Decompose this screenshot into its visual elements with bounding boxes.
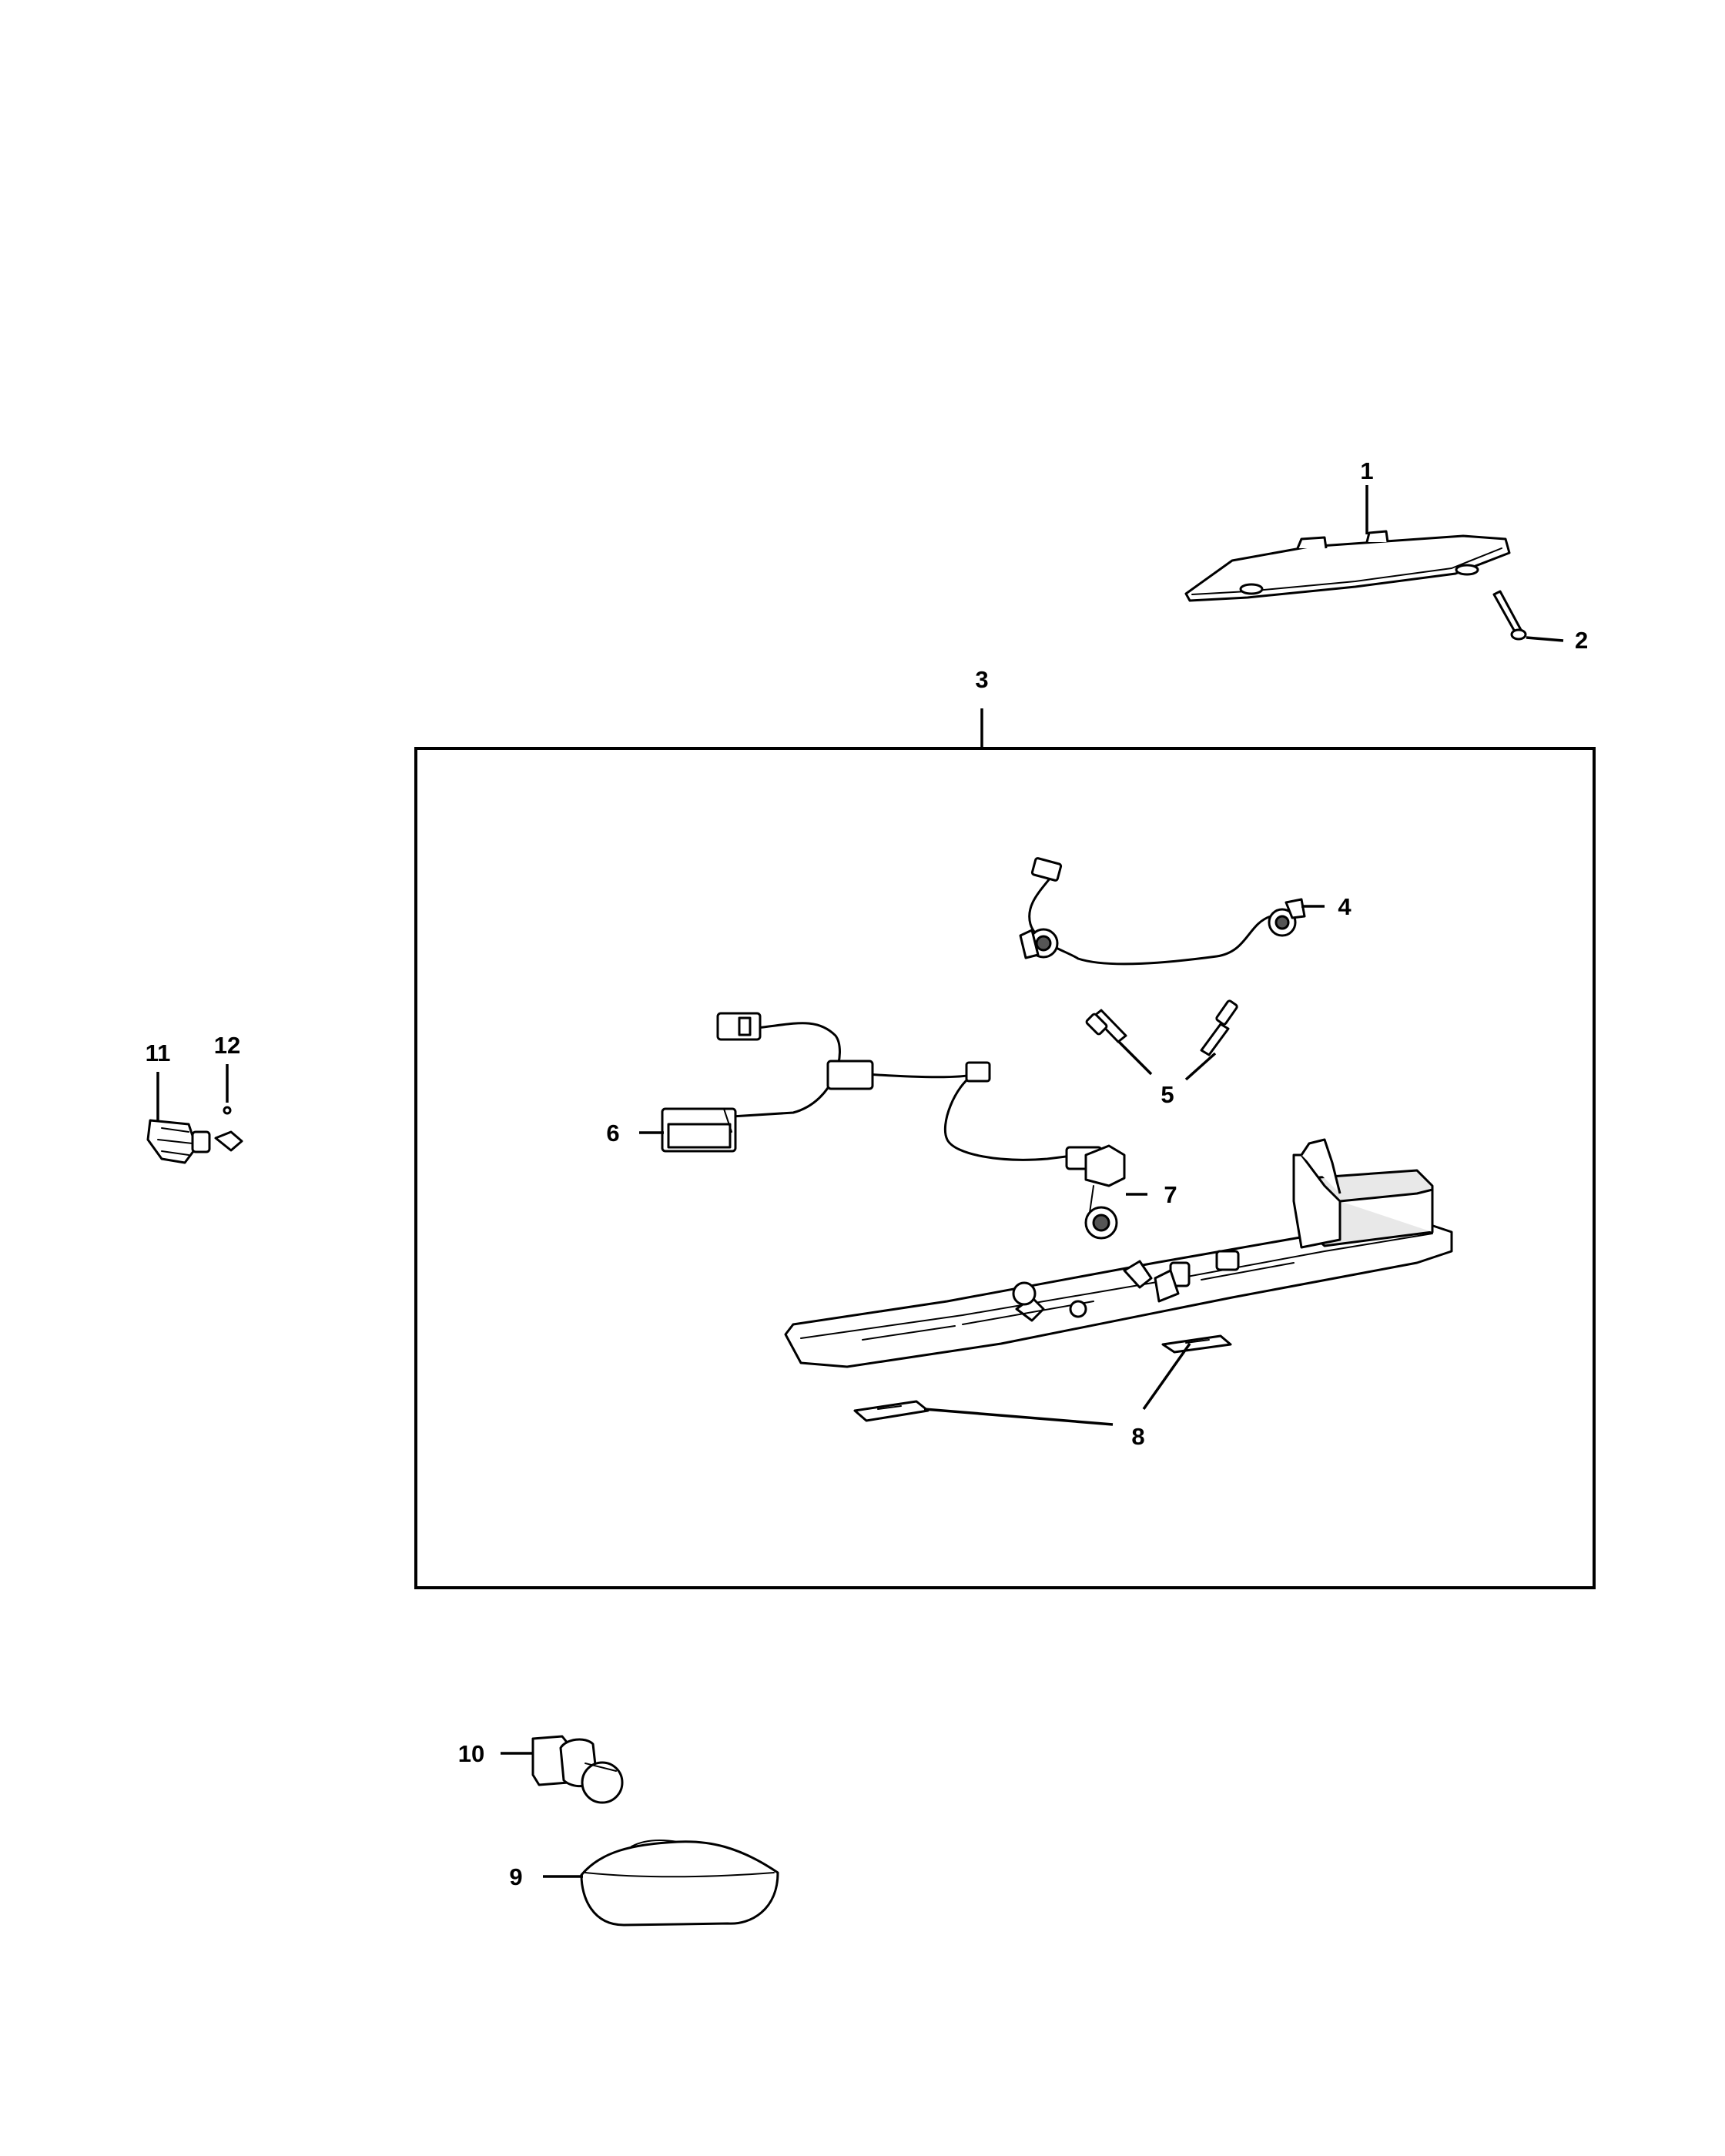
callout-11: 11 [146,1040,171,1066]
callout-2: 2 [1575,627,1588,654]
callout-10: 10 [458,1740,484,1767]
part-2-screw [1492,590,1527,641]
callout-1: 1 [1360,457,1373,484]
callout-5: 5 [1161,1081,1174,1108]
part-7-camera-harness [826,1060,1126,1240]
leader-5b [1184,1052,1217,1081]
callout-3: 3 [975,666,988,693]
part-8-lenses [853,1334,1232,1422]
tailgate-light-bar-housing [784,1138,1453,1368]
part-12-bulb [214,1106,243,1152]
assembly-frame [414,747,1596,1589]
part-1-stop-lamp [1184,530,1511,602]
callout-8: 8 [1131,1423,1144,1450]
part-9-lamp-lens [580,1840,779,1927]
part-10-socket-bulb [531,1735,624,1804]
part-6-connector-harness [661,1012,841,1153]
callout-7: 7 [1164,1181,1177,1208]
leader-8a [923,1408,1114,1426]
callout-4: 4 [1338,893,1352,920]
part-11-lamp-socket [146,1119,211,1164]
leader-5a [1117,1040,1153,1076]
part-5-bulbs [1085,999,1238,1056]
leader-2 [1526,636,1564,642]
callout-12: 12 [214,1032,240,1059]
callout-6: 6 [606,1120,619,1147]
part-4-wiring-harness [1019,857,1306,966]
callout-9: 9 [509,1863,522,1890]
leader-8b [1142,1342,1191,1411]
